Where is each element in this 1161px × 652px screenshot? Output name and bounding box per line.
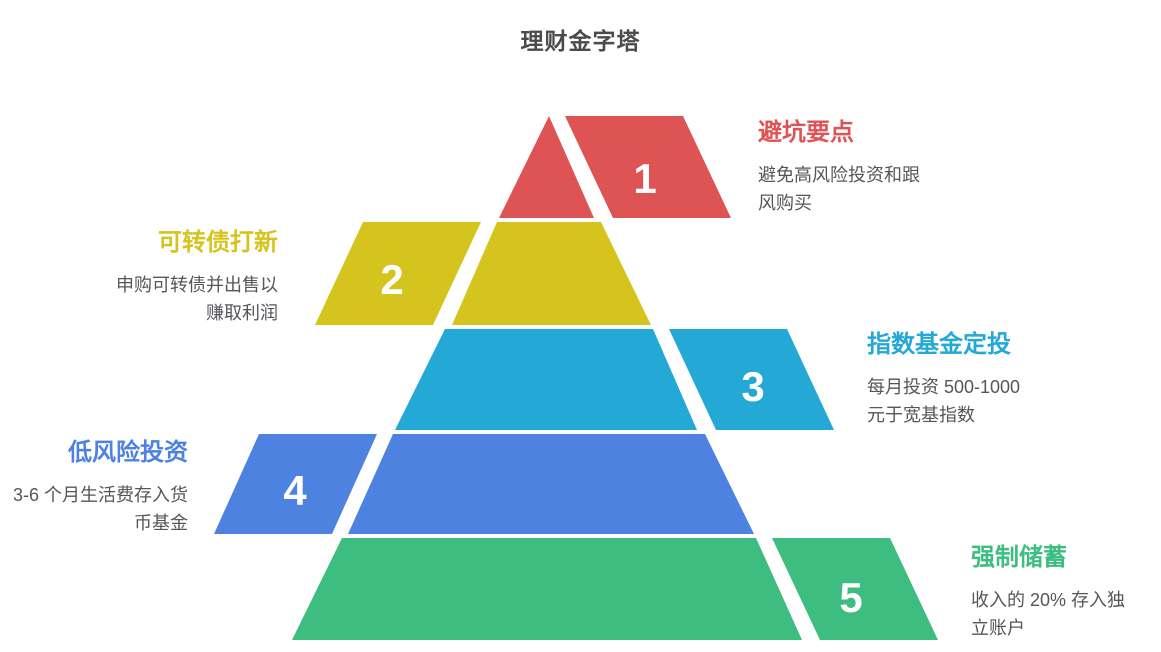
level-3-title: 指数基金定投	[867, 331, 1011, 358]
pyramid-level-2: 2	[315, 222, 651, 325]
level-1-label-block: 避坑要点 避免高风险投资和跟风购买	[758, 118, 936, 217]
level-5-label-block: 强制储蓄 收入的 20% 存入独立账户	[971, 543, 1131, 642]
pyramid-level-2-body	[452, 222, 651, 325]
level-1-description: 避免高风险投资和跟风购买	[758, 165, 920, 213]
level-1-title: 避坑要点	[758, 119, 854, 146]
pyramid-level-3-number: 3	[741, 363, 764, 410]
pyramid-level-2-number: 2	[380, 256, 403, 303]
level-5-title: 强制储蓄	[971, 544, 1067, 571]
pyramid-level-5-number: 5	[839, 574, 862, 621]
pyramid-level-1: 1	[499, 116, 731, 218]
level-2-description: 申购可转债并出售以赚取利润	[116, 275, 278, 323]
pyramid-level-5-tab	[772, 538, 938, 640]
pyramid-level-2-tab	[315, 222, 481, 325]
level-4-label-block: 低风险投资 3-6 个月生活费存入货币基金	[10, 438, 188, 537]
level-3-label-block: 指数基金定投 每月投资 500-1000 元于宽基指数	[867, 330, 1039, 429]
pyramid-level-4-body	[348, 434, 754, 534]
pyramid-level-4-tab	[214, 434, 377, 534]
pyramid-level-1-tab	[565, 116, 731, 218]
pyramid-level-1-number: 1	[633, 155, 656, 202]
pyramid-level-3-tab	[669, 329, 834, 430]
level-5-description: 收入的 20% 存入独立账户	[971, 590, 1126, 638]
level-4-description: 3-6 个月生活费存入货币基金	[12, 485, 188, 533]
pyramid-level-1-body	[499, 116, 594, 218]
pyramid-level-5-body	[292, 538, 802, 640]
level-2-title: 可转债打新	[158, 229, 278, 256]
pyramid-level-3-body	[395, 329, 697, 430]
page-title: 理财金字塔	[520, 28, 641, 54]
level-4-title: 低风险投资	[68, 439, 188, 466]
pyramid-level-4: 4	[214, 434, 754, 534]
level-3-description: 每月投资 500-1000 元于宽基指数	[867, 377, 1021, 425]
pyramid-level-3: 3	[395, 329, 834, 430]
level-2-label-block: 可转债打新 申购可转债并出售以赚取利润	[103, 228, 278, 327]
pyramid-level-5: 5	[292, 538, 938, 640]
pyramid-level-4-number: 4	[283, 467, 307, 514]
